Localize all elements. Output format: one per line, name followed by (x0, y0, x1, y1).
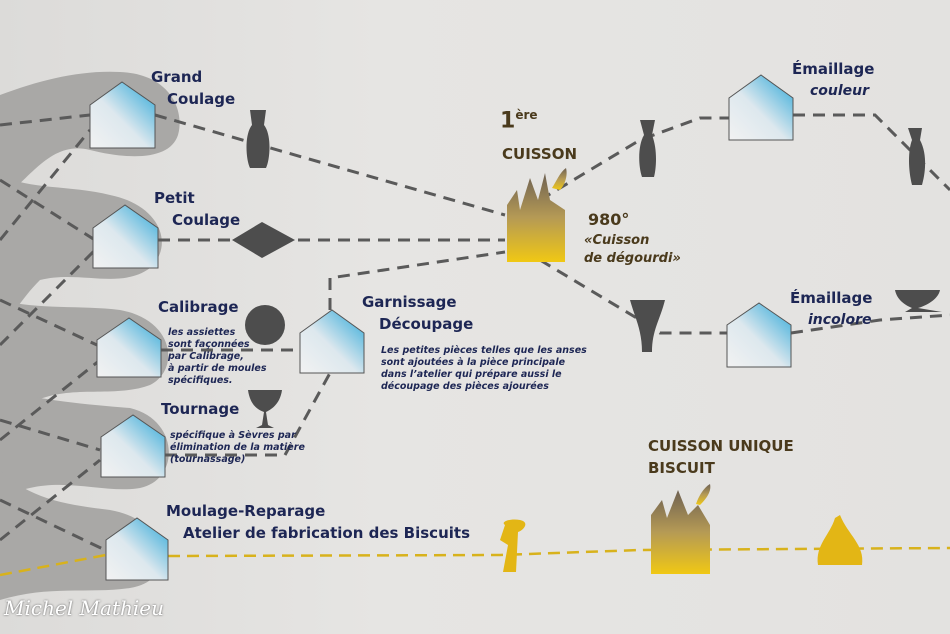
plate-icon (245, 305, 285, 345)
vase-incolore-icon (630, 300, 665, 352)
cuisson1-temp: 980° (588, 210, 630, 229)
bottle-icon (639, 120, 656, 177)
sculpture-icon (817, 515, 863, 565)
vase-icon (246, 110, 270, 168)
cup-icon (248, 390, 282, 428)
tournage-title: Tournage (161, 400, 240, 418)
biscuit-line (0, 546, 950, 577)
biscuit-figures (500, 515, 863, 572)
house-icons (89, 74, 794, 581)
photographer-signature: Michel Mathieu (4, 596, 164, 620)
fire-icons (507, 168, 711, 574)
calibrage-title: Calibrage (158, 298, 239, 316)
dish-icon (232, 222, 295, 258)
cuisson1-number: 1ère (500, 108, 538, 134)
teacup-icon (895, 290, 942, 312)
cuisson1-title: CUISSON (502, 145, 578, 163)
figurine-icon (500, 519, 526, 572)
ewer-icon (908, 128, 926, 185)
piece-icons (232, 110, 942, 428)
